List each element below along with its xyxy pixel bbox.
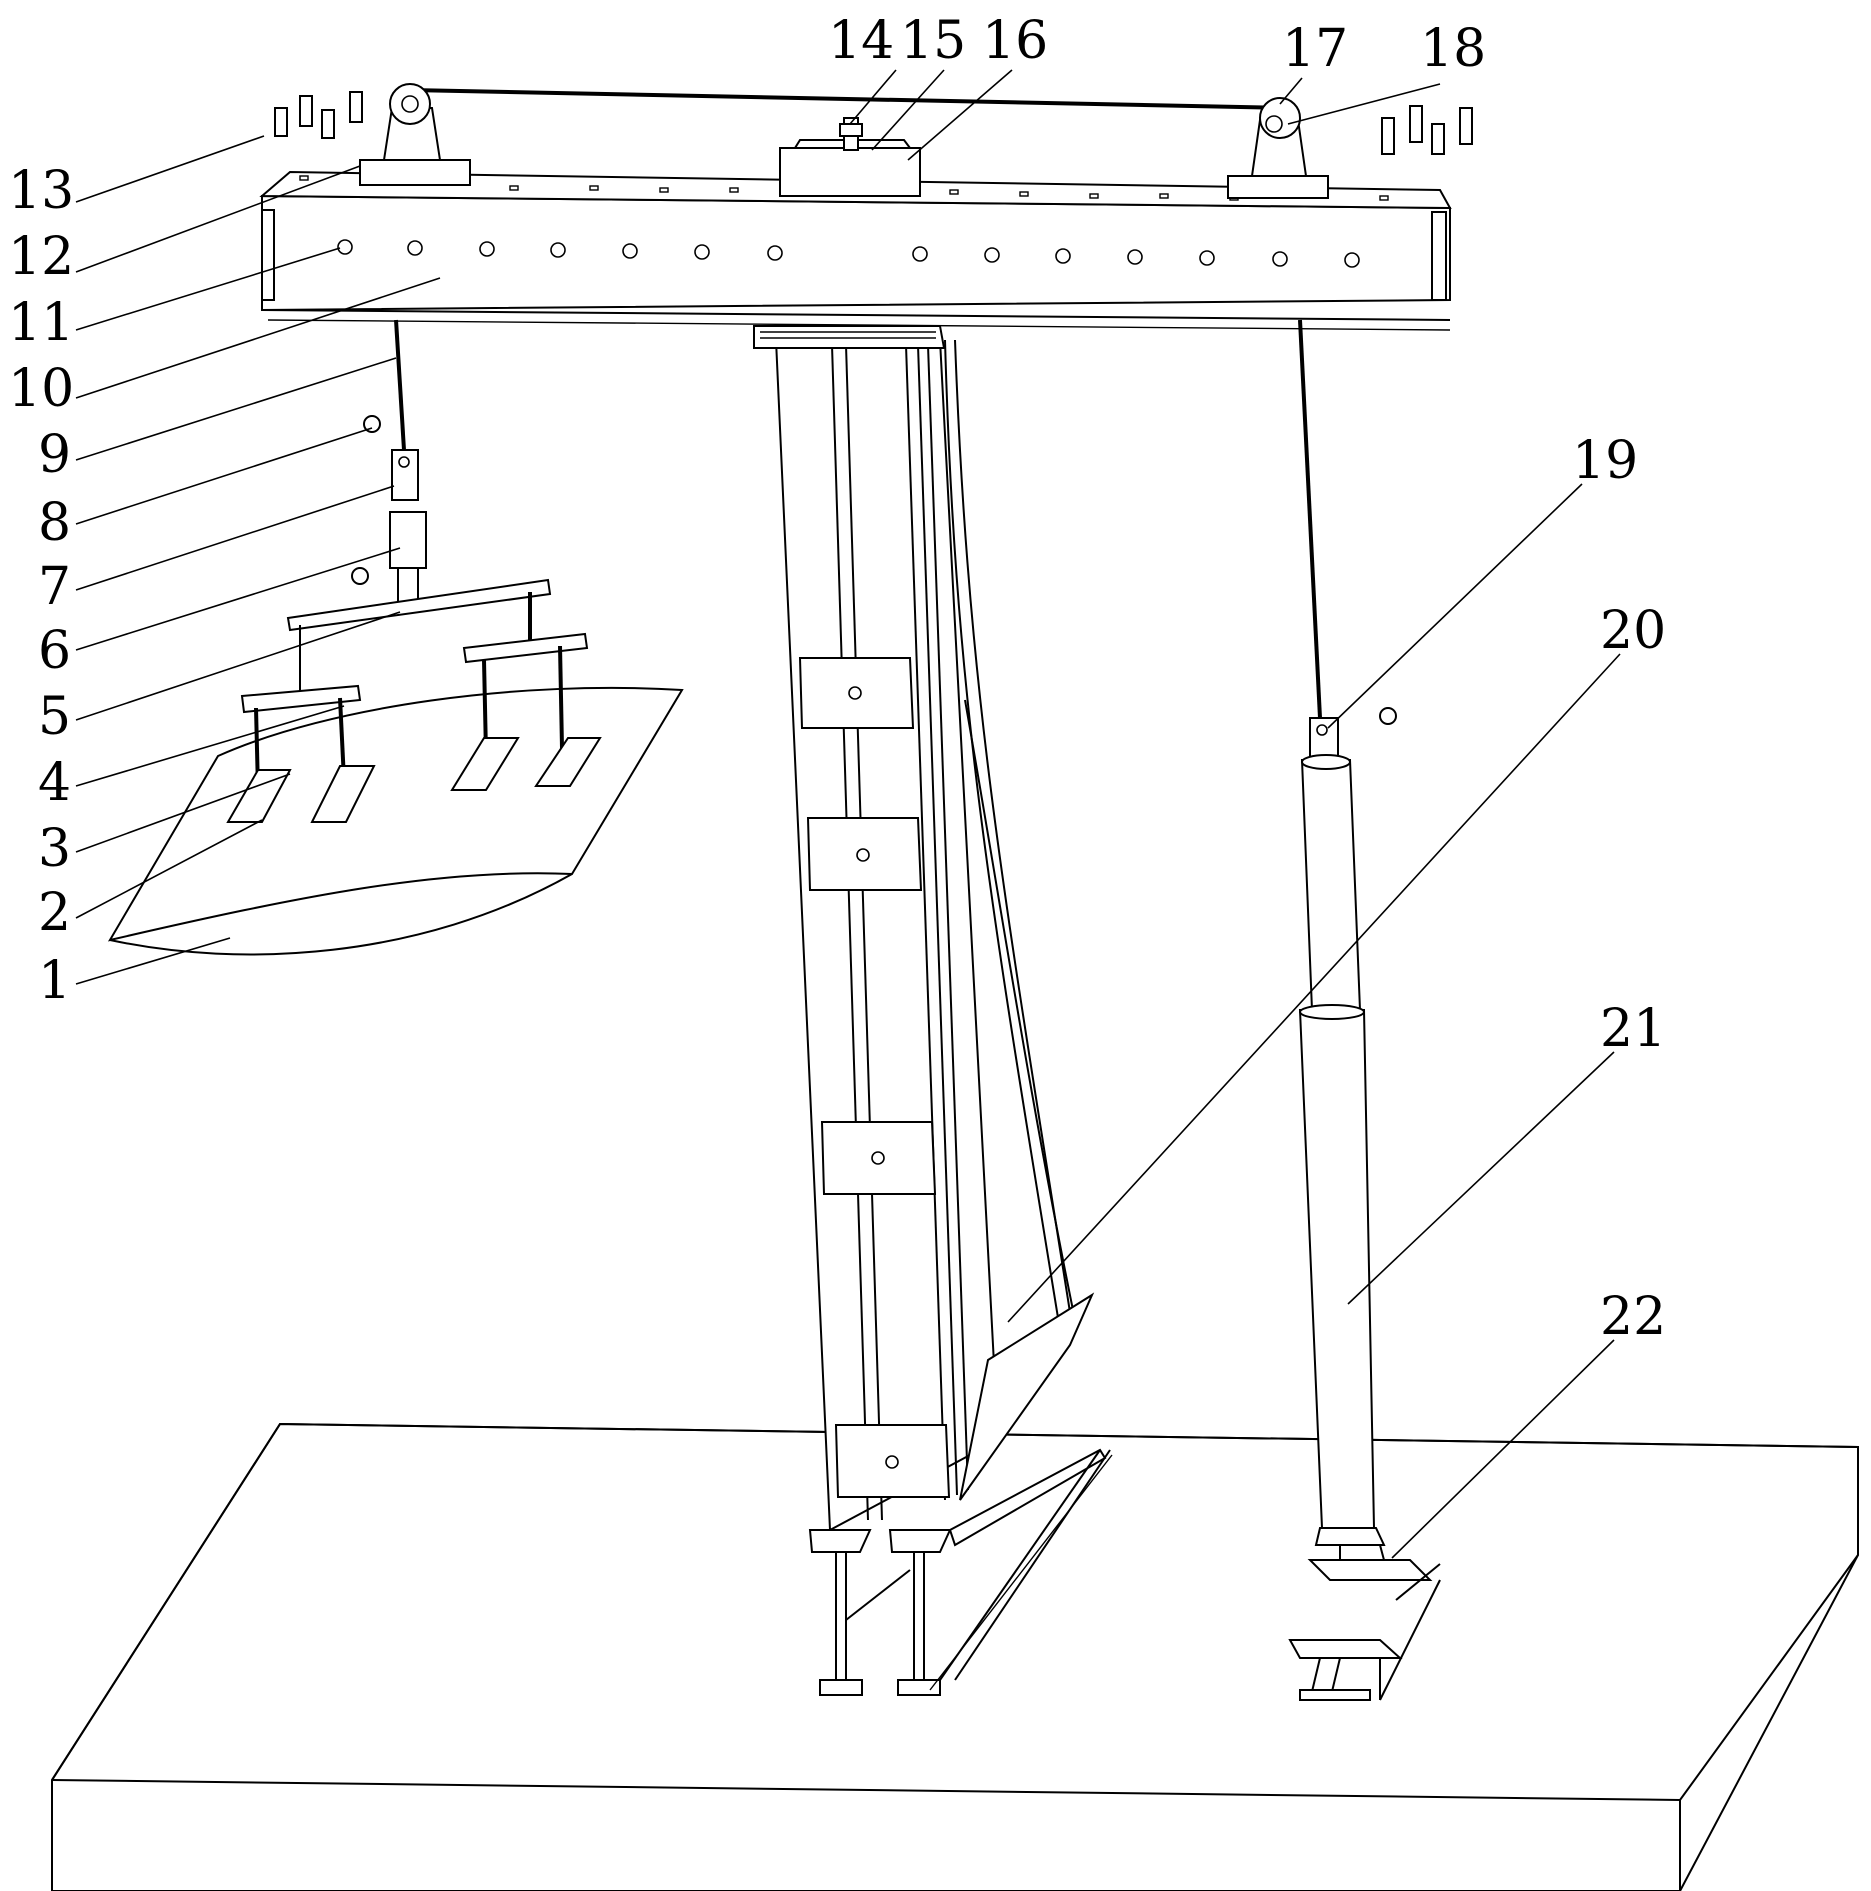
bolts-left [274, 91, 363, 139]
label-12: 12 [8, 227, 74, 287]
label-18: 18 [1420, 19, 1486, 79]
label-2: 2 [38, 883, 71, 943]
label-22: 22 [1600, 1287, 1666, 1347]
left-hanger [107, 319, 684, 956]
crossbeam [259, 83, 1473, 331]
pedestal-right [1227, 97, 1329, 199]
part-labels: 13 12 11 10 9 8 7 6 5 4 3 2 1 14 15 16 1… [8, 11, 1666, 1347]
label-21: 21 [1600, 999, 1666, 1059]
label-3: 3 [38, 819, 71, 879]
label-17: 17 [1282, 19, 1348, 79]
label-19: 19 [1572, 431, 1638, 491]
pedestal-left [359, 83, 471, 186]
label-8: 8 [38, 493, 71, 553]
label-5: 5 [38, 687, 71, 747]
bar-right [462, 632, 589, 664]
i-beam-left [819, 1552, 911, 1696]
label-14: 14 [828, 11, 894, 71]
leader-lines [75, 69, 1621, 1559]
label-13: 13 [8, 161, 74, 221]
ground-rail [929, 1449, 1113, 1691]
label-15: 15 [900, 11, 966, 71]
label-16: 16 [982, 11, 1048, 71]
piston-rod [1300, 759, 1362, 1011]
bar-left [240, 684, 362, 714]
top-slots [299, 175, 1389, 201]
right-actuator [1288, 319, 1441, 1701]
i-beam-right [897, 1552, 941, 1696]
label-10: 10 [8, 359, 74, 419]
label-11: 11 [8, 293, 74, 353]
load-cell [389, 511, 427, 569]
bar-main [286, 578, 552, 632]
center-block [779, 147, 921, 197]
label-6: 6 [38, 621, 71, 681]
label-20: 20 [1600, 601, 1666, 661]
clevis-19 [1309, 717, 1339, 761]
label-1: 1 [38, 951, 71, 1011]
bolts-right [1381, 105, 1473, 155]
label-9: 9 [38, 425, 71, 485]
label-7: 7 [38, 557, 71, 617]
gusset-plate [959, 1292, 1095, 1501]
central-column [753, 325, 1113, 1696]
crossbeam-holes [337, 239, 1360, 268]
label-4: 4 [38, 753, 71, 813]
